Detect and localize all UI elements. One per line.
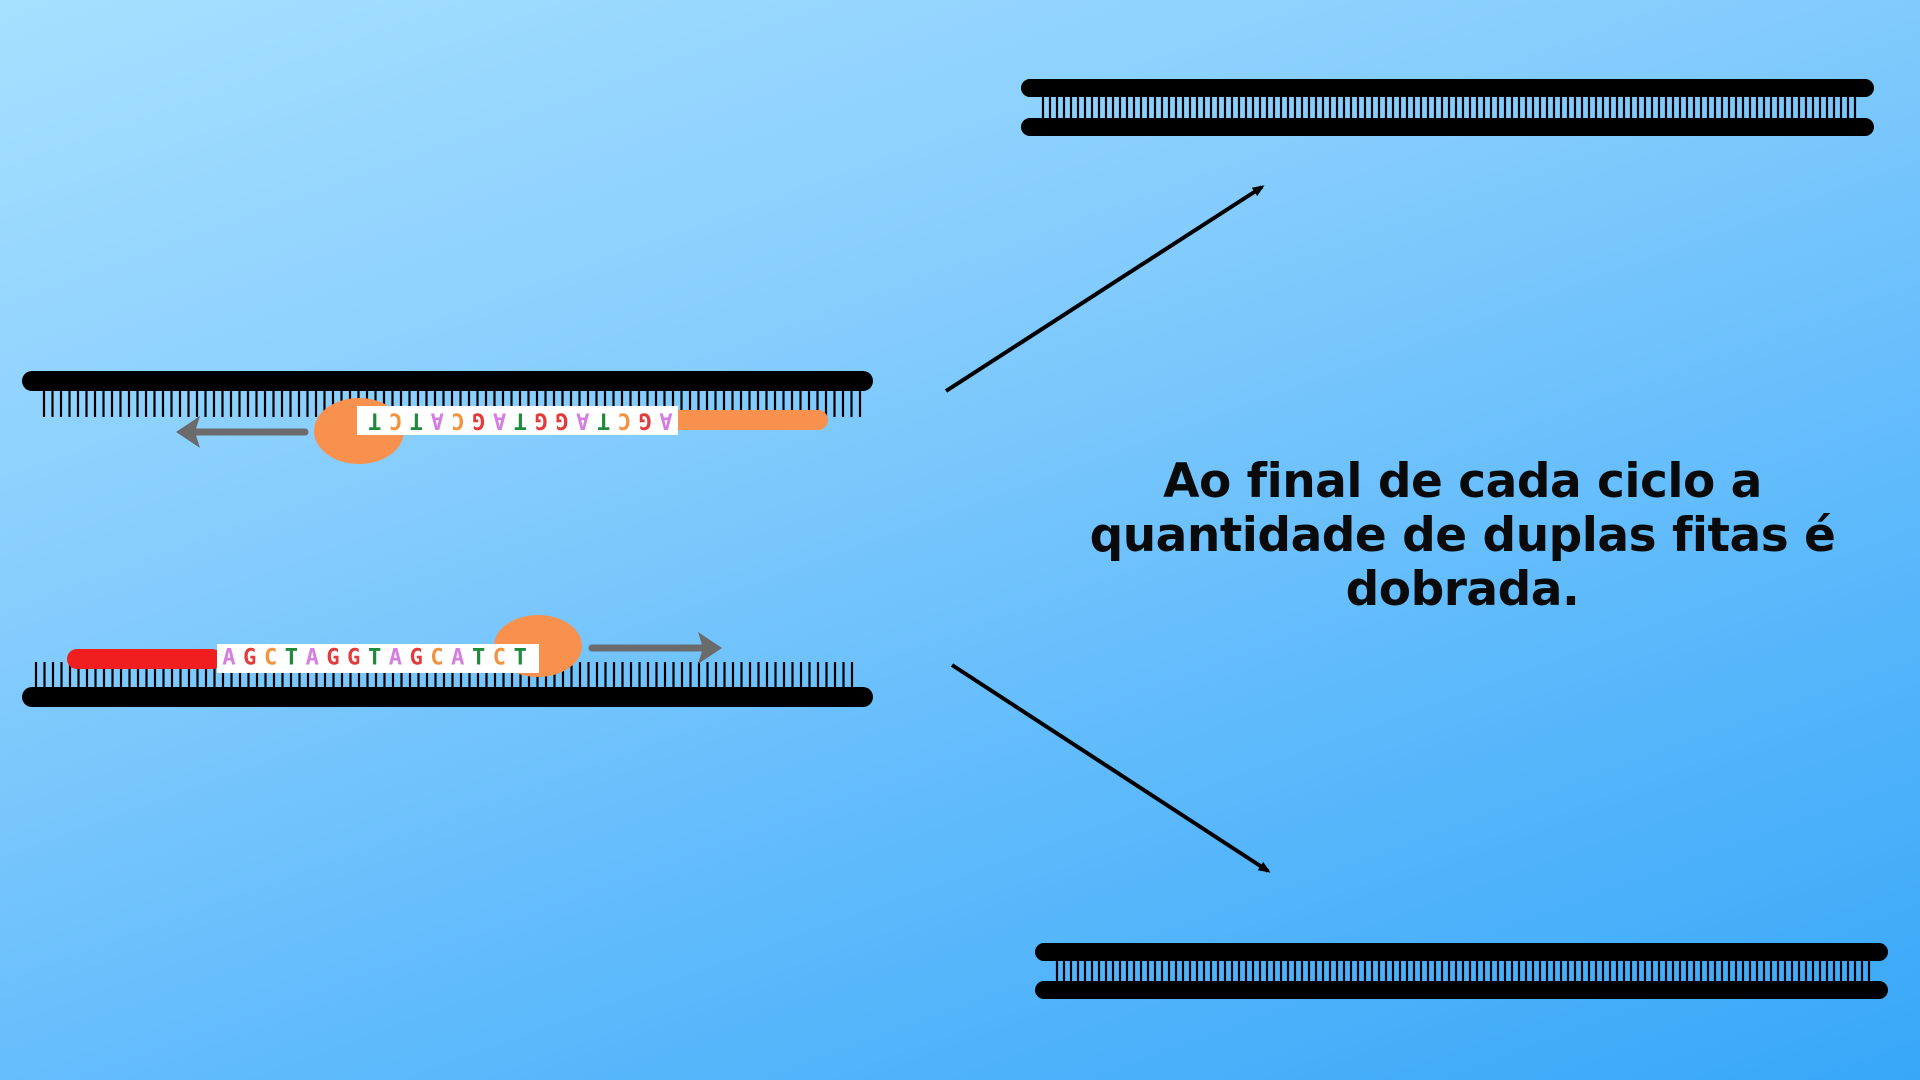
- nucleotide-T: T: [410, 408, 423, 433]
- nucleotide-C: C: [430, 646, 443, 671]
- nucleotide-G: G: [410, 646, 423, 671]
- arrow-to-bottom-result: [950, 663, 1271, 873]
- nucleotide-A: A: [576, 408, 589, 433]
- nucleotide-T: T: [368, 408, 381, 433]
- nucleotide-G: G: [243, 646, 256, 671]
- nucleotide-A: A: [451, 646, 464, 671]
- result-double-strand-bottom: [1035, 943, 1888, 999]
- caption-line-3: dobrada.: [1345, 562, 1580, 617]
- nucleotide-C: C: [451, 408, 464, 433]
- sequence-box-top: [357, 406, 678, 435]
- caption-line-1: Ao final de cada ciclo a: [1163, 454, 1762, 509]
- direction-arrow-left-head: [176, 416, 200, 448]
- nucleotide-T: T: [514, 646, 527, 671]
- arrow-to-top-result: [944, 185, 1265, 393]
- nucleotide-A: A: [306, 646, 319, 671]
- nucleotide-A: A: [659, 408, 672, 433]
- nucleotide-A: A: [389, 646, 402, 671]
- nucleotide-C: C: [389, 408, 402, 433]
- nucleotide-A: A: [431, 408, 444, 433]
- nucleotide-A: A: [222, 646, 235, 671]
- nucleotide-C: C: [618, 408, 631, 433]
- nucleotide-G: G: [555, 408, 568, 433]
- nucleotide-C: C: [264, 646, 277, 671]
- nucleotide-T: T: [472, 646, 485, 671]
- nucleotide-T: T: [514, 408, 527, 433]
- base-pair-ticks: [1041, 94, 1857, 121]
- nucleotide-G: G: [326, 646, 339, 671]
- nucleotide-G: G: [347, 646, 360, 671]
- nucleotide-G: G: [639, 408, 652, 433]
- nucleotide-G: G: [535, 408, 548, 433]
- caption: Ao final de cada ciclo a quantidade de d…: [1075, 455, 1850, 617]
- caption-line-2: quantidade de duplas fitas é: [1089, 508, 1836, 563]
- result-double-strand-top: [1021, 79, 1874, 136]
- nucleotide-T: T: [285, 646, 298, 671]
- nucleotide-T: T: [597, 408, 610, 433]
- nucleotide-C: C: [493, 646, 506, 671]
- nucleotide-T: T: [368, 646, 381, 671]
- nucleotide-A: A: [493, 408, 506, 433]
- direction-arrow-right-head: [698, 632, 722, 664]
- nucleotide-G: G: [472, 408, 485, 433]
- base-pair-ticks: [1055, 958, 1871, 985]
- sequence-box-bottom: [217, 644, 539, 673]
